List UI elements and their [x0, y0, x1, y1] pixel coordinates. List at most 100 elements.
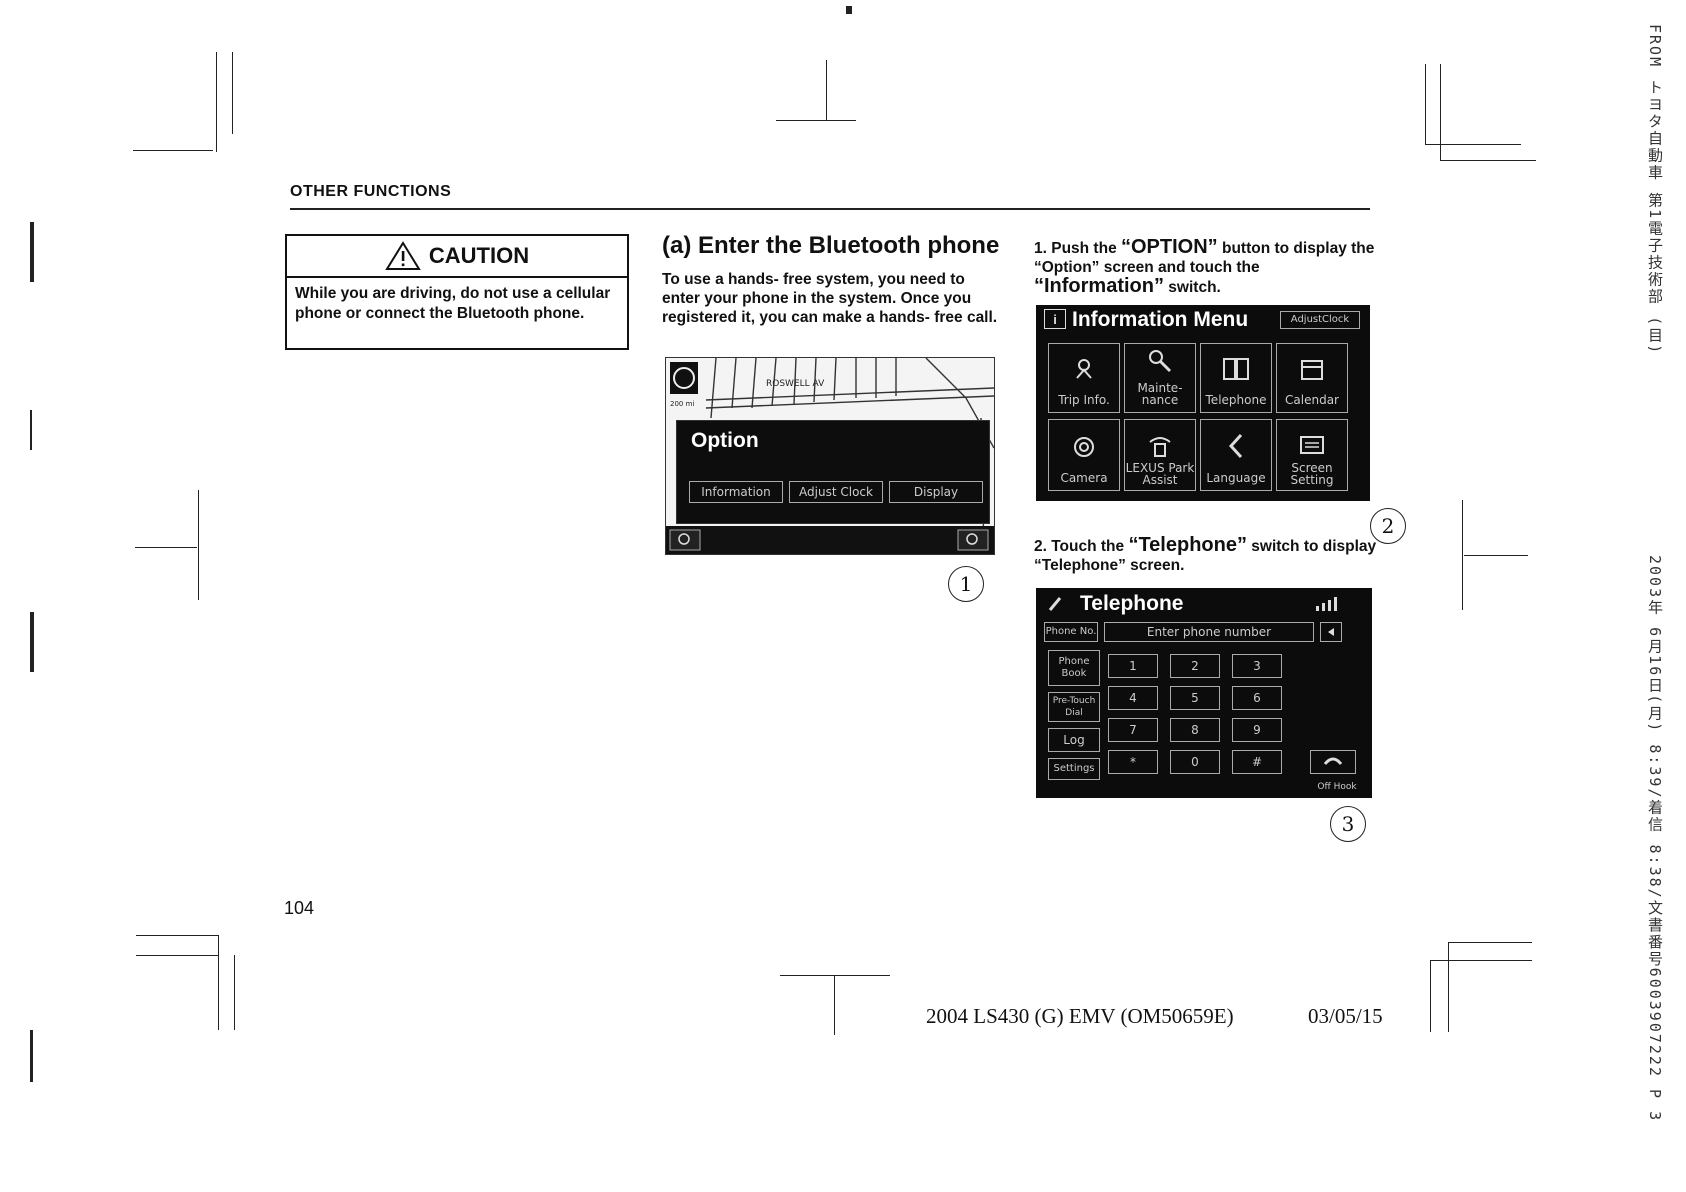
trip-info-button[interactable]: Trip Info. [1048, 343, 1120, 413]
option-title: Option [691, 429, 759, 452]
triangle-left-icon [1328, 628, 1334, 636]
keypad-key-6[interactable]: 6 [1232, 686, 1282, 710]
keypad-key-7[interactable]: 7 [1108, 718, 1158, 742]
map-option-screen: ROSWELL AV 200 mi Option Information Adj… [665, 357, 995, 555]
crop-mark [1464, 555, 1528, 556]
callout-2: 2 [1370, 508, 1406, 544]
wrench-icon [1149, 350, 1172, 373]
phone-book-button[interactable]: Phone Book [1048, 650, 1100, 686]
caution-box: CAUTION While you are driving, do not us… [285, 234, 629, 350]
crop-mark [1440, 64, 1441, 160]
keypad-key-0[interactable]: 0 [1170, 750, 1220, 774]
camera-button[interactable]: Camera [1048, 419, 1120, 491]
crop-mark [234, 955, 235, 1030]
crop-mark [1448, 942, 1449, 1032]
section-header: OTHER FUNCTIONS [290, 183, 452, 200]
header-rule [290, 208, 1370, 210]
signal-strength-icon [1316, 597, 1337, 611]
step-2-text: 2. Touch the “Telephone” switch to displ… [1034, 534, 1377, 574]
info-menu-title: Information Menu [1072, 308, 1249, 331]
car-icon [1076, 359, 1092, 379]
crop-mark [1425, 144, 1521, 145]
callout-3: 3 [1330, 806, 1366, 842]
map-street-label: ROSWELL AV [766, 379, 825, 389]
off-hook-tab[interactable]: Off Hook [1317, 782, 1357, 792]
adjust-clock-button[interactable]: Adjust Clock [789, 481, 883, 503]
screen-setting-button[interactable]: Screen Setting [1276, 419, 1348, 491]
handset-icon [1323, 757, 1343, 765]
calendar-icon [1301, 360, 1323, 380]
log-button[interactable]: Log [1048, 728, 1100, 752]
caution-body: While you are driving, do not use a cell… [295, 285, 611, 322]
adjust-clock-button[interactable]: AdjustClock [1280, 311, 1360, 329]
keypad-key-hash[interactable]: # [1232, 750, 1282, 774]
keypad-key-4[interactable]: 4 [1108, 686, 1158, 710]
screen-setting-icon [1300, 436, 1324, 454]
crop-mark [133, 150, 213, 151]
map-scale: 200 mi [670, 400, 694, 408]
map-background: ROSWELL AV 200 mi [666, 358, 994, 554]
info-icon: i [1044, 309, 1066, 329]
information-menu-screen: i Information Menu AdjustClock Trip Info… [1036, 305, 1370, 501]
binding-mark [30, 1030, 33, 1082]
caution-title: CAUTION [428, 243, 530, 268]
dial-button[interactable] [1310, 750, 1356, 774]
crop-mark [1440, 160, 1536, 161]
camera-icon [1074, 437, 1094, 457]
settings-button[interactable]: Settings [1048, 758, 1100, 780]
keypad-key-3[interactable]: 3 [1232, 654, 1282, 678]
information-button[interactable]: Information [689, 481, 783, 503]
binding-mark [30, 612, 34, 672]
step-1-text: 1. Push the “OPTION” button to display t… [1034, 236, 1375, 297]
park-assist-icon [1149, 437, 1171, 457]
calendar-button[interactable]: Calendar [1276, 343, 1348, 413]
fax-timestamp: 2003年 6月16日(月) 8:39/着信 8:38/文書番号60039072… [1646, 555, 1664, 1123]
phone-no-label: Phone No. [1044, 622, 1098, 642]
crop-mark [136, 955, 218, 956]
intro-text: To use a hands- free system, you need to… [662, 271, 998, 326]
crop-mark [1430, 960, 1532, 961]
option-popup: Option Information Adjust Clock Display [676, 420, 990, 524]
keypad-key-2[interactable]: 2 [1170, 654, 1220, 678]
phone-book-icon [1223, 358, 1249, 380]
warning-triangle-icon [385, 241, 421, 270]
binding-mark [30, 222, 34, 282]
telephone-title: Telephone [1080, 592, 1184, 615]
binding-mark [30, 410, 32, 450]
crop-mark [218, 935, 219, 1030]
crop-mark [826, 60, 827, 120]
crop-mark [232, 52, 233, 134]
park-assist-button[interactable]: LEXUS Park Assist [1124, 419, 1196, 491]
crop-mark [780, 975, 890, 976]
callout-1: 1 [948, 566, 984, 602]
crop-mark [1462, 500, 1463, 610]
crop-mark [776, 120, 856, 121]
language-button[interactable]: Language [1200, 419, 1272, 491]
crop-mark [136, 935, 218, 936]
registration-dot [846, 6, 852, 14]
display-button[interactable]: Display [889, 481, 983, 503]
crop-mark [1430, 960, 1431, 1032]
pre-touch-dial-button[interactable]: Pre-Touch Dial [1048, 692, 1100, 722]
telephone-button[interactable]: Telephone [1200, 343, 1272, 413]
crop-mark [135, 547, 197, 548]
document-reference: 2004 LS430 (G) EMV (OM50659E) [926, 1004, 1234, 1028]
keypad-key-1[interactable]: 1 [1108, 654, 1158, 678]
caution-title-bar: CAUTION [287, 236, 627, 278]
crop-mark [198, 490, 199, 600]
fax-header: FROM トヨタ自動車 第1電子技術部 (目) [1646, 24, 1664, 356]
crop-mark [1425, 64, 1426, 144]
keypad-key-8[interactable]: 8 [1170, 718, 1220, 742]
phone-handset-icon [1048, 597, 1062, 611]
keypad-key-5[interactable]: 5 [1170, 686, 1220, 710]
phone-number-input[interactable]: Enter phone number [1104, 622, 1314, 642]
page-number: 104 [284, 898, 315, 918]
section-heading: (a) Enter the Bluetooth phone [662, 232, 1000, 259]
keypad-key-9[interactable]: 9 [1232, 718, 1282, 742]
document-date: 03/05/15 [1308, 1004, 1383, 1028]
telephone-screen: Telephone Phone No. Enter phone number P… [1036, 588, 1372, 798]
keypad-key-star[interactable]: * [1108, 750, 1158, 774]
backspace-button[interactable] [1320, 622, 1342, 642]
language-icon [1228, 433, 1243, 459]
maintenance-button[interactable]: Mainte-nance [1124, 343, 1196, 413]
